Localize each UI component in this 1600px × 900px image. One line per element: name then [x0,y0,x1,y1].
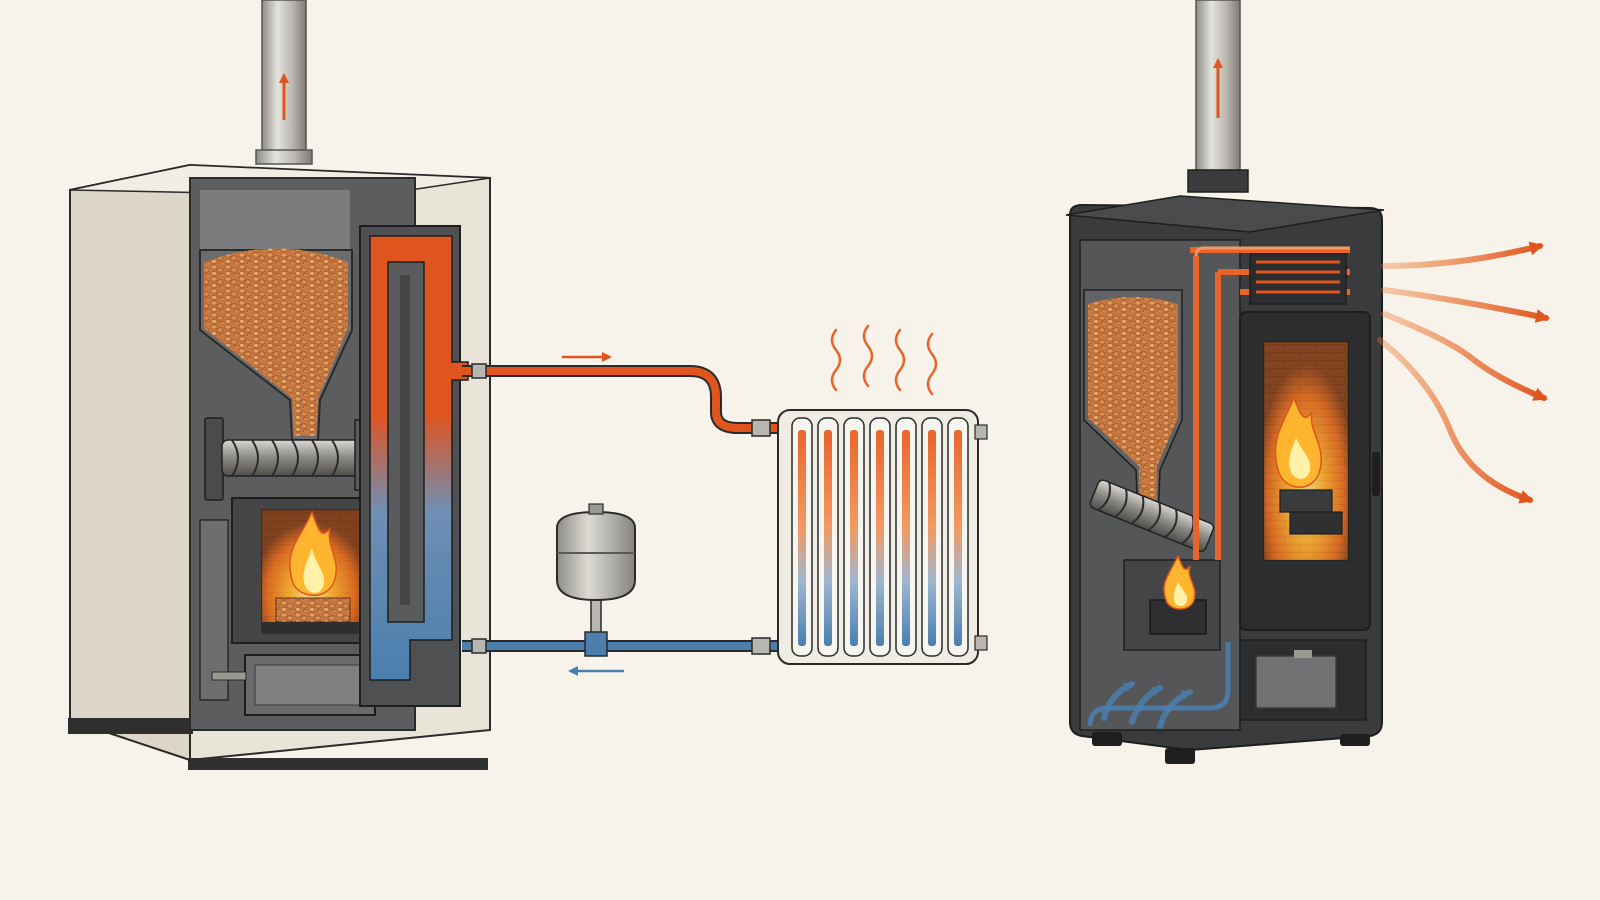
radiator [777,324,988,665]
warm-air-arrow-icon [1381,241,1544,269]
stove-pellets-icon [1088,297,1178,516]
cold-air-arrow-icon [1101,681,1193,729]
boiler-ash-drawer [244,654,376,716]
stove-burn-pot [1123,554,1221,651]
stove-cold-air-intake [1087,642,1231,729]
warm-air-arrow-icon [1381,311,1548,401]
pellets-icon [204,248,348,436]
boiler-heat-exchanger [359,225,469,707]
boiler-pellet-hopper [199,248,353,441]
warm-air-arrow-icon [1377,337,1534,504]
boiler-combustion-chamber [231,497,373,644]
boiler-flue-pipe [255,0,313,165]
warm-air-arrows [1377,241,1550,504]
stove-ash-drawer [1239,639,1367,721]
cold-water-return-pipe [462,637,780,676]
stove-glass-door [1239,311,1380,631]
stove-flue-pipe [1187,0,1249,193]
vent-grille [1256,260,1340,294]
auger-screw-icon [231,439,339,477]
warm-air-arrow-icon [1381,287,1550,323]
expansion-vessel [556,503,636,657]
pellet-boiler [68,0,491,770]
pellet-stove [1065,0,1550,764]
hot-water-supply-pipe [462,352,778,437]
stove-door-handle [1372,452,1380,496]
boiler-lever [211,671,247,681]
stove-hot-air-duct [1190,246,1350,560]
stove-flame-icon [1163,554,1196,610]
radiator-fins [791,417,969,657]
heat-wave-icon [830,324,938,396]
